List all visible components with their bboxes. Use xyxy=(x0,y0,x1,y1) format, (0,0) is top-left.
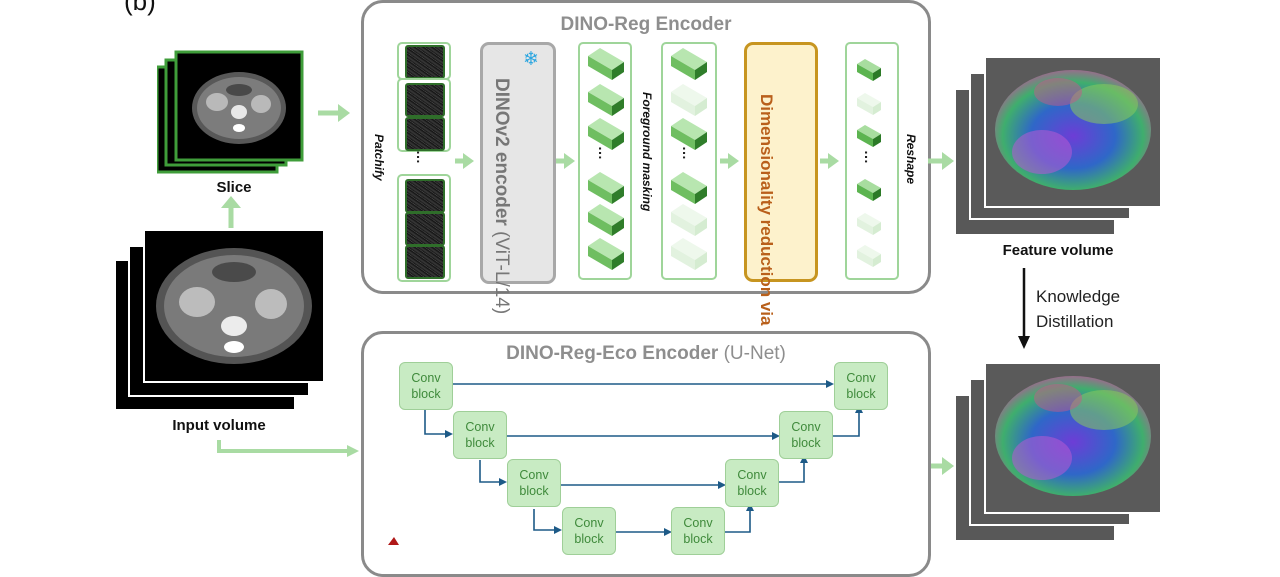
token-ellipsis-3: … xyxy=(862,150,878,164)
conv-block-dec-2: Conv block xyxy=(779,411,833,459)
eco-feature-volume-image-stack xyxy=(954,362,1164,545)
conv-block-dec-1: Conv block xyxy=(834,362,888,410)
conv-line-2: block xyxy=(411,387,441,401)
conv-line-2: block xyxy=(846,387,876,401)
panel-label: (b) xyxy=(124,0,156,16)
dino-reg-eco-encoder-title: DINO-Reg-Eco Encoder (U-Net) xyxy=(361,343,931,365)
eco-encoder-subtitle: (U-Net) xyxy=(723,343,786,364)
patchify-label: Patchify xyxy=(372,134,386,181)
encoder-flow-arrows xyxy=(455,152,1030,475)
conv-line-2: block xyxy=(791,436,821,450)
conv-block-enc-4: Conv block xyxy=(562,507,616,555)
conv-block-dec-4: Conv block xyxy=(671,507,725,555)
conv-line-1: Conv xyxy=(846,371,876,385)
conv-line-1: Conv xyxy=(519,468,549,482)
token-column xyxy=(578,42,632,280)
conv-line-1: Conv xyxy=(574,516,604,530)
pca-label: Dimensionality reduction via PCA xyxy=(756,94,776,366)
token-ellipsis-1: … xyxy=(596,146,612,160)
patch-ellipsis: … xyxy=(414,150,430,164)
conv-line-2: block xyxy=(683,532,713,546)
conv-block-dec-3: Conv block xyxy=(725,459,779,507)
knowledge-line: Knowledge xyxy=(1036,287,1121,306)
conv-line-1: Conv xyxy=(791,420,821,434)
unet-arrows xyxy=(388,380,863,545)
input-volume-image-stack xyxy=(114,229,327,412)
patch-tile xyxy=(405,179,445,213)
patch-tile xyxy=(405,212,445,246)
conv-line-2: block xyxy=(737,484,767,498)
pca-block xyxy=(744,42,818,282)
conv-line-2: block xyxy=(574,532,604,546)
eco-encoder-name: DINO-Reg-Eco Encoder xyxy=(506,343,719,364)
feature-volume-image-stack xyxy=(954,56,1164,238)
distillation-line: Distillation xyxy=(1036,312,1114,331)
conv-line-1: Conv xyxy=(683,516,713,530)
knowledge-distillation-label: Knowledge Distillation xyxy=(1036,284,1120,334)
foreground-masking-label: Foreground masking xyxy=(640,92,654,212)
conv-line-2: block xyxy=(519,484,549,498)
conv-block-enc-1: Conv block xyxy=(399,362,453,410)
reshape-label: Reshape xyxy=(904,134,918,185)
pca-line-2: reduction via PCA xyxy=(757,219,776,367)
conv-line-1: Conv xyxy=(465,420,495,434)
left-arrows xyxy=(217,104,359,457)
slice-image-stack xyxy=(155,50,307,178)
patch-column-group-2 xyxy=(397,174,451,282)
masked-token-column xyxy=(661,42,717,280)
feature-volume-caption: Feature volume xyxy=(1002,242,1114,259)
conv-line-1: Conv xyxy=(737,468,767,482)
patch-tile xyxy=(405,117,445,151)
patch-column-top xyxy=(397,42,451,80)
patch-tile xyxy=(405,83,445,117)
conv-line-2: block xyxy=(465,436,495,450)
slice-caption: Slice xyxy=(216,179,252,196)
input-volume-caption: Input volume xyxy=(172,417,266,434)
dinov2-encoder-name: DINOv2 encoder xyxy=(491,78,512,226)
dinov2-encoder-sub: (ViT-L/14) xyxy=(491,231,512,315)
dino-reg-encoder-title: DINO-Reg Encoder xyxy=(560,14,732,35)
conv-block-enc-3: Conv block xyxy=(507,459,561,507)
dinov2-encoder-block xyxy=(480,42,556,284)
conv-line-1: Conv xyxy=(411,371,441,385)
patch-column-group-1 xyxy=(397,78,451,152)
reduced-token-column xyxy=(845,42,899,280)
dino-reg-encoder-box xyxy=(361,0,931,294)
token-ellipsis-2: … xyxy=(680,146,696,160)
conv-block-enc-2: Conv block xyxy=(453,411,507,459)
patch-tile xyxy=(405,245,445,279)
snowflake-icon: ❄ xyxy=(523,49,539,70)
pca-line-1: Dimensionality xyxy=(757,94,776,215)
patch-tile xyxy=(405,45,445,79)
dinov2-encoder-label: DINOv2 encoder (ViT-L/14) xyxy=(489,78,513,314)
